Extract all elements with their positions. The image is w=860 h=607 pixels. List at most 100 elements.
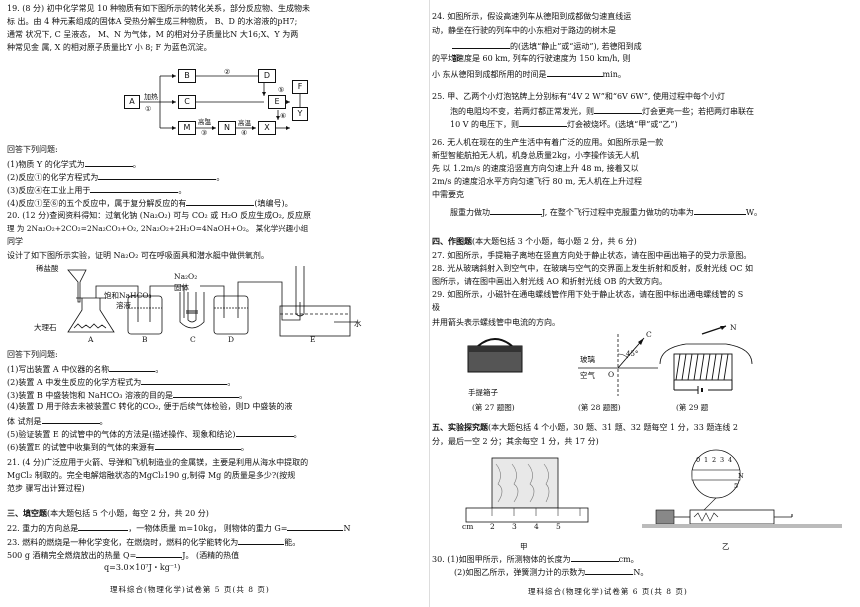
q28-text-2: 图所示，请在图中画出入射光线 AO 和折射光线 OB 的大致方向。 (432, 277, 667, 286)
q25-e: 灯会被烧坏。(选填“甲”或“乙”) (567, 120, 678, 129)
q21-line-1: 21. (4 分)广泛应用于火箭、导弹和飞机制造业的金属镁，主要是利用从海水中提… (7, 458, 309, 467)
q20-answer-1: (1)写出装置 A 中仪器的名称 (7, 365, 110, 374)
q24-line-2: 动，静坐在行驶的列车中的小东相对于路边的树木是 (432, 26, 616, 35)
section-4-desc: (本大题包括 3 个小题，每小题 2 分，共 6 分) (472, 237, 637, 246)
q29-text-2: 极 (432, 303, 440, 312)
label-solid: 固体 (174, 283, 189, 292)
q20-blank-1[interactable] (109, 363, 156, 372)
q20-blank-4[interactable] (41, 415, 100, 424)
q23-row-2: 500 g 酒精完全燃烧放出的热量 Q= J。 (酒精的热值 (7, 549, 239, 561)
q20-answer-4b: 体 试剂是 (7, 417, 42, 426)
label-nahco3: 饱和NaHCO₃ (104, 291, 152, 300)
q24-unit: min。 (602, 70, 626, 79)
q26-line-2: 新型智能航拍无人机，机身总质量2kg，小李操作该无人机 (432, 151, 640, 160)
q19-answer-4-suffix: (填编号)。 (254, 199, 293, 208)
q30-blank-1[interactable] (570, 553, 619, 562)
q21-line-3: 范步 骤写出计算过程) (7, 484, 85, 493)
q26-blank-2[interactable] (693, 206, 746, 215)
scale-tick-4: 4 (728, 456, 733, 464)
q22-row: 22. 重力的方向总是，一物体质量 m=10kg， 则物体的重力 G=N (7, 522, 350, 534)
q27-figure: 手提箱子 (460, 332, 530, 404)
q22-blank-1[interactable] (78, 522, 129, 531)
q20-answer-5: (5)验证装置 E 的试管中的气体的方法是(描述操作、现象和结论) (7, 430, 236, 439)
q24-line-4a: 都 (452, 54, 460, 63)
label-step3: ③ (201, 129, 208, 137)
q20-answer-2-row: (2)装置 A 中发生反应的化学方程式为。 (7, 376, 236, 387)
suitcase-drawing (467, 338, 523, 373)
q20-blank-3[interactable] (173, 389, 240, 398)
ruler-tick-3: 3 (512, 522, 517, 531)
q29-figure: N (646, 323, 766, 400)
right-page: 24. 如图所示，假设高速列车从德阳到成都做匀速直线运 动，静坐在行驶的列车中的… (432, 0, 856, 607)
q25-line-3-row: 10 V 的电压下，则灯会被烧坏。(选填“甲”或“乙”) (450, 118, 678, 130)
q23-blank-2[interactable] (136, 549, 183, 558)
q20-answer-intro: 回答下列问题: (7, 350, 58, 359)
q20-blank-5[interactable] (235, 428, 294, 437)
q22-blank-2[interactable] (287, 522, 344, 531)
q20-blank-6[interactable] (154, 441, 241, 450)
q22-a: 22. 重力的方向总是 (7, 524, 79, 533)
q19-blank-4[interactable] (186, 197, 255, 206)
q25-blank-2[interactable] (519, 118, 568, 127)
q26-line-3: 先 以 1.2m/s 的速度沿竖直方向匀速上升 48 m, 接着又以 (432, 164, 639, 173)
q19-line-4: 种常见金 属, X 的相对原子质量比Y 小 8; F 为蓝色沉淀。 (7, 43, 212, 52)
q26-line-5: 中需要克 (432, 190, 464, 199)
q24-blank-2[interactable] (546, 68, 603, 77)
label-ray-c: C (646, 330, 652, 339)
q19-blank-1[interactable] (84, 158, 133, 167)
q25-b: 泡的电阻均不变，若两灯都正常发光，则 (450, 107, 594, 116)
q23-a: 23. 燃料的燃烧是一种化学变化，在燃烧时，燃料的化学能转化为 (7, 538, 239, 547)
section-4-heading: 四、作图题(本大题包括 3 个小题，每小题 2 分，共 6 分) (432, 237, 637, 247)
label-d: D (228, 335, 235, 344)
q19-flow-diagram: A B C D E F M N X Y 加热 ① ② 高温 ③ 高温 ④ ⑤ ⑥ (114, 66, 314, 138)
q24-line-4-row: 都 (432, 54, 460, 64)
caption-fig-28: (第 28 题图) (578, 403, 621, 412)
q26-last-c: W。 (745, 208, 763, 217)
q28-text-1: 28. 光从玻璃斜射入到空气中，在玻璃与空气的交界面上发生折射和反射，反射光线 … (432, 264, 754, 273)
q23-d: J。 (酒精的热值 (182, 551, 240, 560)
q24-blank-1[interactable] (452, 40, 510, 49)
q19-answer-4-row: (4)反应①至⑥的五个反应中，属于复分解反应的有(填编号)。 (7, 197, 293, 209)
q28-figure: C 玻璃 空气 45° O (574, 328, 664, 398)
q20-answer-6: (6)装置E 的试管中收集到的气体的来源有 (7, 443, 155, 452)
q20-answer-6-row: (6)装置E 的试管中收集到的气体的来源有。 (7, 441, 249, 452)
q23-blank-1[interactable] (238, 536, 285, 545)
q19-blank-3[interactable] (90, 184, 179, 193)
label-c: C (190, 335, 196, 344)
q20-blank-2[interactable] (141, 376, 228, 385)
section-3-heading: 三、填空题(本大题包括 5 个小题，每空 2 分，共 20 分) (7, 509, 209, 519)
box-y: Y (292, 107, 308, 121)
q19-answer-2-row: (2)反应①的化学方程式为。 (7, 171, 225, 182)
q24-line-4: 的平均速度是 60 km, 列车的行驶速度为 150 km/h, 则 (432, 54, 631, 63)
q30-a: 30. (1)如图甲所示，所测物体的长度为 (432, 555, 571, 564)
q20-line-2: 理 为 2Na₂O₂+2CO₂=2Na₂CO₃+O₂, 2Na₂O₂+2H₂O=… (7, 224, 309, 233)
q19-blank-2[interactable] (98, 171, 217, 180)
label-e: E (310, 335, 316, 344)
q30-blank-2[interactable] (585, 566, 634, 575)
label-step6: ⑥ (280, 112, 287, 120)
q19-line-3: 通常 状况下, C 呈液态， M、N 为气体，M 的相对分子质量比N 大16;X… (7, 30, 299, 39)
solenoid-drawing (659, 325, 753, 394)
q25-blank-1[interactable] (594, 105, 642, 114)
scale-tick-1: 1 (704, 456, 709, 464)
q20-answer-3: (3)装置 B 中盛装饱和 NaHCO₃ 溶液的目的是 (7, 391, 174, 400)
q27-text: 27. 如图所示，手提箱子离地在竖直方向处于静止状态，请在图中画出箱子的受力示意… (432, 251, 752, 260)
q25-c: 灯会更亮一些；若把两灯串联在 (642, 107, 754, 116)
ruler-tick-5: 5 (556, 522, 561, 531)
section-5-desc: (本大题包括 4 个小题，30 题、31 题、32 题每空 1 分，33 题连线… (488, 423, 738, 432)
q20-line-1: 20. (12 分)查阅资料得知：过氧化钠 (Na₂O₂) 可与 CO₂ 或 H… (7, 211, 311, 220)
label-step2: ② (224, 68, 231, 76)
q23-c: 500 g 酒精完全燃烧放出的热量 Q= (7, 551, 137, 560)
label-heat: 加热 (144, 93, 158, 101)
q19-answer-1: (1)物质 Y 的化学式为 (7, 160, 85, 169)
q26-last-a: 服重力做功 (450, 208, 490, 217)
q19-answer-3: (3)反应④在工业上用于 (7, 186, 91, 195)
q26-blank-1[interactable] (490, 206, 542, 215)
section-5-heading: 五、实验探究题(本大题包括 4 个小题，30 题、31 题、32 题每空 1 分… (432, 423, 738, 433)
q20-answer-4: (4)装置 D 用于除去未被装置C 转化的CO₂, 便于后续气体检验，则D 中盛… (7, 402, 293, 411)
scale-tick-5: 5 (734, 482, 739, 490)
q20-apparatus-figure: 稀盐酸 饱和NaHCO₃ 溶液 Na₂O₂ 固体 大理石 A B C D E 水 (34, 262, 364, 344)
label-step5: ⑤ (278, 86, 285, 94)
section-5-title: 五、实验探究题 (432, 423, 488, 432)
